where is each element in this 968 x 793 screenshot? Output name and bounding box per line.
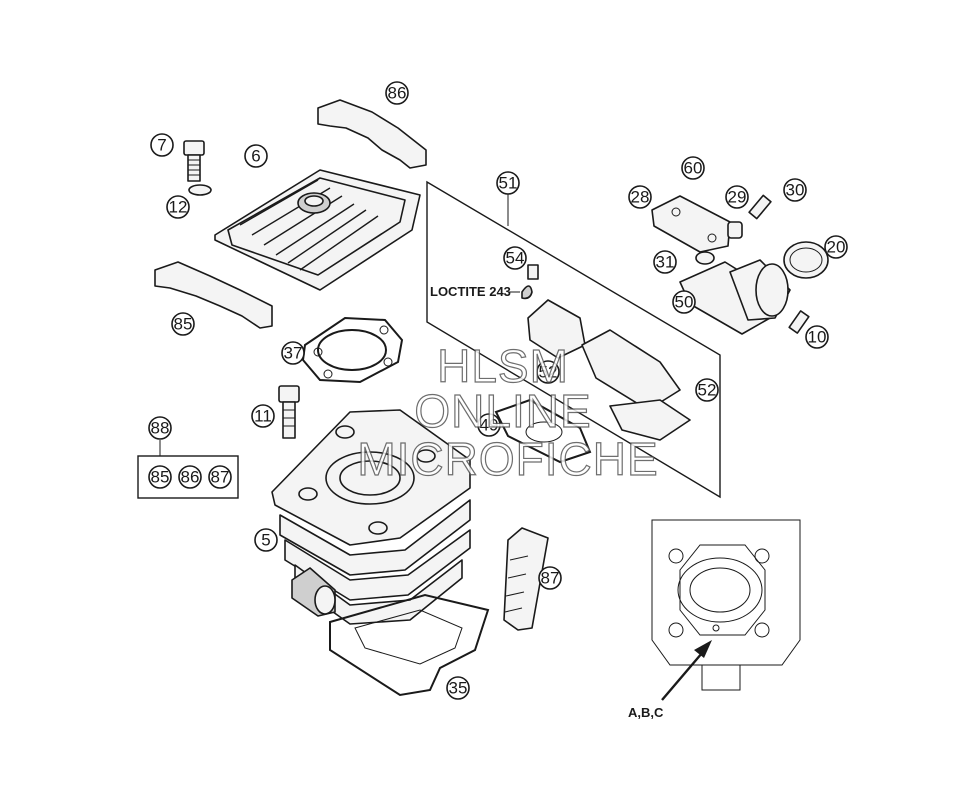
svg-text:HLSM: HLSM	[437, 340, 569, 392]
bracket-85	[154, 261, 273, 329]
cylinder-head	[214, 169, 421, 291]
svg-text:28: 28	[631, 188, 650, 207]
intake-parts	[651, 194, 829, 335]
svg-text:MICROFICHE: MICROFICHE	[357, 433, 658, 485]
svg-text:85: 85	[151, 468, 170, 487]
bracket-86-top	[317, 99, 427, 169]
callout-87: 87	[538, 566, 562, 590]
svg-text:88: 88	[151, 419, 170, 438]
callout-29: 29	[725, 185, 749, 209]
svg-text:49: 49	[480, 416, 499, 435]
callout-52-b: 52	[695, 378, 719, 402]
callout-85: 85	[171, 312, 195, 336]
callout-31: 31	[653, 250, 677, 274]
svg-text:54: 54	[506, 249, 525, 268]
svg-text:29: 29	[728, 188, 747, 207]
svg-text:52: 52	[539, 363, 558, 382]
washer-12	[188, 184, 212, 196]
callout-12: 12	[166, 195, 190, 219]
svg-text:35: 35	[449, 679, 468, 698]
head-gasket-37	[301, 316, 404, 384]
arrow-abc	[661, 640, 712, 701]
inset-cylinder-view	[651, 519, 801, 691]
svg-text:52: 52	[698, 381, 717, 400]
svg-text:86: 86	[181, 468, 200, 487]
svg-text:87: 87	[211, 468, 230, 487]
callout-28: 28	[628, 185, 652, 209]
abc-label: A,B,C	[628, 705, 664, 720]
callout-88: 88	[148, 416, 172, 440]
svg-text:85: 85	[174, 315, 193, 334]
callout-30: 30	[783, 178, 807, 202]
callout-51: 51	[496, 171, 520, 195]
callout-60: 60	[681, 156, 705, 180]
svg-text:7: 7	[157, 136, 166, 155]
svg-text:ONLINE: ONLINE	[414, 385, 591, 437]
bolt-7	[183, 140, 205, 182]
svg-text:10: 10	[808, 328, 827, 347]
callout-86-kit: 86	[178, 465, 202, 489]
svg-text:11: 11	[254, 407, 272, 426]
callout-6: 6	[244, 144, 268, 168]
svg-text:86: 86	[388, 84, 407, 103]
svg-text:6: 6	[251, 147, 260, 166]
callout-50: 50	[672, 290, 696, 314]
strip-87	[503, 527, 549, 631]
svg-text:51: 51	[499, 174, 518, 193]
base-gasket-35	[329, 593, 490, 697]
kit-box-88	[137, 455, 239, 499]
svg-text:60: 60	[684, 159, 703, 178]
callout-52-a: 52	[536, 360, 560, 384]
svg-text:87: 87	[541, 569, 560, 588]
svg-text:20: 20	[827, 238, 846, 257]
callout-5: 5	[254, 528, 278, 552]
stud-11	[278, 385, 300, 439]
callout-35: 35	[446, 676, 470, 700]
loctite-label: LOCTITE 243	[430, 284, 511, 299]
callout-20: 20	[824, 235, 848, 259]
watermark: HLSM ONLINE MICROFICHE	[357, 339, 659, 485]
svg-text:5: 5	[261, 531, 270, 550]
callout-86: 86	[385, 81, 409, 105]
callout-87-kit: 87	[208, 465, 232, 489]
reed-valve-group-frame	[426, 180, 721, 499]
callout-11: 11	[251, 404, 275, 428]
reed-valve-parts	[494, 264, 691, 464]
svg-text:30: 30	[786, 181, 805, 200]
svg-text:50: 50	[675, 293, 694, 312]
callout-37: 37	[281, 341, 305, 365]
svg-text:31: 31	[656, 253, 675, 272]
svg-text:12: 12	[169, 198, 188, 217]
callout-7: 7	[150, 133, 174, 157]
svg-text:37: 37	[284, 344, 303, 363]
callout-49: 49	[477, 413, 501, 437]
cylinder-5	[271, 409, 471, 625]
callout-85-kit: 85	[148, 465, 172, 489]
callout-54: 54	[503, 246, 527, 270]
callout-10: 10	[805, 325, 829, 349]
